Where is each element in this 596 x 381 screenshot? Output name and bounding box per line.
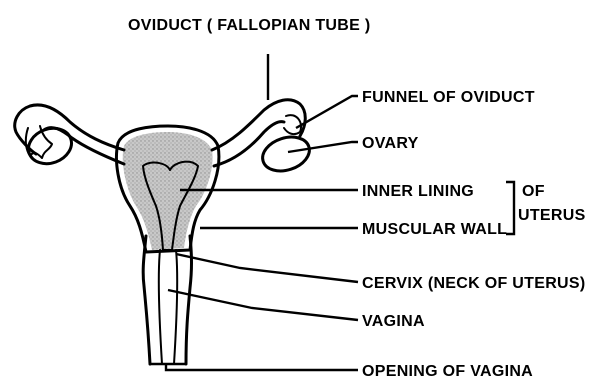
right-funnel (284, 115, 301, 134)
label-vagina: VAGINA (362, 313, 425, 330)
label-opening: OPENING OF VAGINA (362, 363, 533, 380)
label-of: OF (522, 183, 545, 200)
vagina-inner-left (159, 250, 162, 364)
vagina-tube-left (143, 236, 150, 364)
label-cervix: CERVIX (NECK OF UTERUS) (362, 275, 586, 292)
label-oviduct: OVIDUCT ( FALLOPIAN TUBE ) (128, 17, 370, 34)
label-ovary: OVARY (362, 135, 419, 152)
cervix-leader (176, 254, 358, 282)
vagina-inner-right (174, 250, 177, 364)
label-uterus: UTERUS (518, 207, 586, 224)
label-funnel: FUNNEL OF OVIDUCT (362, 89, 535, 106)
label-muscular-wall: MUSCULAR WALL (362, 221, 507, 238)
left-fallopian-tube (15, 105, 124, 154)
vagina-leader (168, 290, 358, 320)
right-ovary (258, 131, 314, 176)
ovary-leader (288, 142, 358, 152)
opening-leader (166, 364, 358, 370)
label-inner-lining: INNER LINING (362, 183, 474, 200)
anatomy-drawing (15, 54, 314, 364)
right-fallopian-tube (212, 100, 305, 150)
